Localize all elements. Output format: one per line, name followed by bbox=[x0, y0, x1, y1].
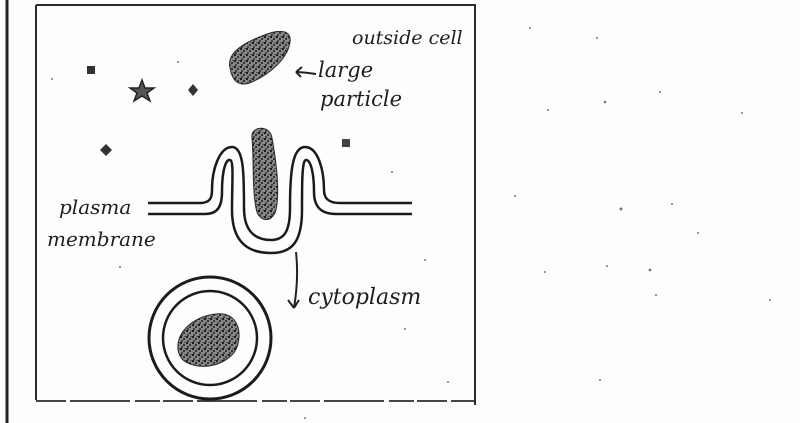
star-icon bbox=[127, 77, 157, 103]
square-icon bbox=[342, 139, 350, 147]
cytoplasm-label: cytoplasm bbox=[308, 285, 422, 310]
particle-label: particle bbox=[320, 87, 403, 111]
outside-cell-label: outside cell bbox=[352, 27, 463, 49]
diamond-icon bbox=[188, 84, 198, 96]
vesicle-particle bbox=[177, 313, 240, 367]
small-particles bbox=[87, 66, 350, 156]
plasma-label: plasma bbox=[59, 195, 132, 219]
engulfed-particle bbox=[251, 127, 279, 220]
figure-frame bbox=[35, 4, 476, 405]
arrow-icon bbox=[287, 251, 300, 309]
arrow-icon bbox=[295, 66, 317, 78]
large-particle bbox=[229, 31, 291, 85]
membrane-label: membrane bbox=[47, 227, 156, 251]
diamond-icon bbox=[100, 144, 112, 156]
plasma-membrane bbox=[148, 145, 412, 255]
scan-speckles bbox=[51, 27, 771, 419]
large-label: large bbox=[318, 58, 374, 82]
square-icon bbox=[87, 66, 95, 74]
vesicle bbox=[147, 275, 273, 401]
